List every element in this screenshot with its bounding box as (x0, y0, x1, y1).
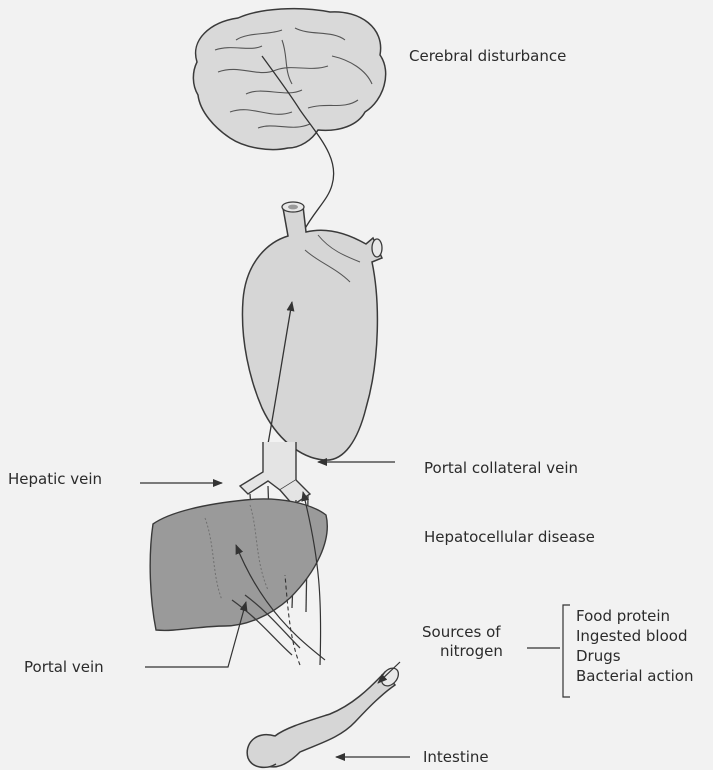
label-portal-vein: Portal vein (24, 658, 104, 677)
nitrogen-sources-list: Food protein Ingested blood Drugs Bacter… (576, 606, 693, 686)
label-hepatic-vein: Hepatic vein (8, 470, 102, 489)
nitrogen-source-item: Bacterial action (576, 666, 693, 686)
label-portal-collateral-vein: Portal collateral vein (424, 459, 578, 478)
brain-icon (193, 9, 385, 150)
nitrogen-source-item: Drugs (576, 646, 693, 666)
heart-icon (242, 202, 382, 460)
label-intestine: Intestine (423, 748, 489, 767)
intestine-icon (247, 665, 402, 768)
label-cerebral-disturbance: Cerebral disturbance (409, 47, 566, 66)
sources-bracket (563, 605, 570, 697)
liver-icon (150, 499, 327, 630)
nitrogen-source-item: Ingested blood (576, 626, 693, 646)
label-sources-of-nitrogen-2: nitrogen (440, 642, 503, 661)
nitrogen-source-item: Food protein (576, 606, 693, 626)
label-hepatocellular-disease: Hepatocellular disease (424, 528, 595, 547)
label-sources-of-nitrogen-1: Sources of (422, 623, 501, 642)
